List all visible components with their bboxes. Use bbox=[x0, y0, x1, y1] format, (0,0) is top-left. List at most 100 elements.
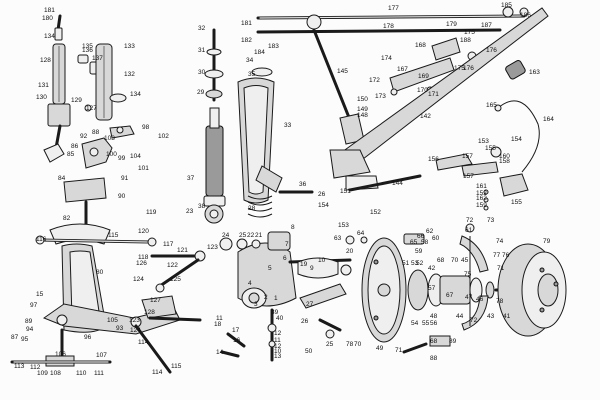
callout-number: 115 bbox=[171, 363, 182, 370]
callout-number: 68 bbox=[430, 338, 438, 345]
upper-pin-assembly bbox=[43, 14, 71, 163]
callout-number: 67 bbox=[446, 292, 454, 299]
callout-number: 171 bbox=[428, 91, 439, 98]
callout-number: 11 bbox=[274, 337, 281, 344]
callout-number: 71 bbox=[497, 265, 505, 272]
callout-number: 137 bbox=[92, 55, 103, 62]
callout-number: 102 bbox=[158, 133, 169, 140]
callout-number: 163 bbox=[529, 69, 540, 76]
brake-shoes bbox=[459, 223, 489, 331]
callout-number: 132 bbox=[124, 71, 135, 78]
callout-number: 155 bbox=[485, 145, 496, 152]
callout-number: 49 bbox=[376, 345, 384, 352]
callout-number: 22 bbox=[247, 232, 255, 239]
callout-number: 71 bbox=[395, 347, 403, 354]
callout-number: 38 bbox=[198, 203, 206, 210]
callout-number: 150 bbox=[357, 96, 368, 103]
callout-number: 103 bbox=[104, 135, 115, 142]
callout-number: 66 bbox=[417, 233, 425, 240]
callout-number: 159 bbox=[476, 202, 487, 209]
callout-number: 113 bbox=[14, 363, 25, 370]
callout-number: 74 bbox=[496, 238, 504, 245]
idler-arm-bracket bbox=[389, 37, 477, 96]
callout-number: 134 bbox=[44, 33, 55, 40]
callout-number: 44 bbox=[456, 313, 464, 320]
callout-number: 18 bbox=[214, 321, 222, 328]
callout-number: 43 bbox=[487, 313, 495, 320]
callout-number: 65 bbox=[410, 239, 418, 246]
callout-number: 176 bbox=[486, 47, 497, 54]
lower-wishbone bbox=[10, 303, 181, 374]
callout-number: 91 bbox=[121, 175, 129, 182]
callout-number: 184 bbox=[254, 49, 265, 56]
callout-number: 105 bbox=[107, 317, 118, 324]
callout-number: 21 bbox=[255, 232, 263, 239]
relay-lever bbox=[329, 7, 549, 192]
callout-number: 161 bbox=[476, 183, 487, 190]
king-pin-parts bbox=[219, 237, 347, 358]
callout-number: 51 bbox=[402, 260, 410, 267]
callout-number: 157 bbox=[463, 173, 474, 180]
callout-number: 118 bbox=[138, 254, 149, 261]
callout-number: 85 bbox=[67, 151, 75, 158]
callout-number: 89 bbox=[25, 318, 33, 325]
callout-number: 95 bbox=[21, 336, 29, 343]
callout-number: 72 bbox=[466, 217, 474, 224]
callout-number: 20 bbox=[346, 248, 354, 255]
callout-number: 10 bbox=[274, 348, 282, 355]
callout-number: 88 bbox=[430, 355, 438, 362]
callout-number: 109 bbox=[37, 370, 48, 377]
callout-number: 55 bbox=[422, 320, 430, 327]
callout-number: 151 bbox=[340, 188, 351, 195]
callout-number: 110 bbox=[76, 370, 87, 377]
callout-number: 164 bbox=[543, 116, 554, 123]
callout-number: 39 bbox=[271, 309, 279, 316]
callout-number: 165 bbox=[486, 102, 497, 109]
callout-number: 60 bbox=[432, 235, 440, 242]
callout-number: 19 bbox=[300, 261, 308, 268]
callout-number: 31 bbox=[198, 47, 206, 54]
callout-number: 144 bbox=[392, 180, 403, 187]
callout-number: 45 bbox=[461, 257, 469, 264]
shock-absorber bbox=[203, 28, 226, 224]
callout-number: 127 bbox=[86, 105, 97, 112]
upper-link-parts bbox=[77, 43, 127, 121]
callout-number: 173 bbox=[375, 93, 386, 100]
brake-back-plate bbox=[361, 237, 407, 343]
callout-number: 77 bbox=[493, 252, 501, 259]
callout-number: 70 bbox=[354, 341, 362, 348]
callout-number: 47 bbox=[465, 294, 473, 301]
callout-number: 93 bbox=[116, 325, 124, 332]
callout-number: 4 bbox=[248, 280, 252, 287]
callout-number: 86 bbox=[71, 143, 79, 150]
callout-number: 117 bbox=[163, 241, 174, 248]
callout-number: 30 bbox=[198, 69, 206, 76]
callout-number: 168 bbox=[415, 42, 426, 49]
wheel-cylinder-parts bbox=[345, 233, 451, 354]
callout-number: 42 bbox=[428, 265, 436, 272]
callout-number: 101 bbox=[138, 165, 149, 172]
callout-number: 122 bbox=[167, 262, 178, 269]
callout-number: 123 bbox=[129, 317, 140, 324]
callout-number: 107 bbox=[96, 352, 107, 359]
brake-pedal-parts bbox=[435, 146, 529, 211]
callout-number: 176 bbox=[463, 65, 474, 72]
callout-number: 9 bbox=[310, 265, 314, 272]
callout-number: 36 bbox=[299, 181, 307, 188]
callout-number: 133 bbox=[124, 43, 135, 50]
callout-number: 26 bbox=[318, 191, 326, 198]
callout-number: 98 bbox=[142, 124, 150, 131]
callout-number: 96 bbox=[84, 334, 92, 341]
callout-number: 145 bbox=[337, 68, 348, 75]
callout-number: 13 bbox=[274, 353, 282, 360]
callout-number: 135 bbox=[82, 43, 93, 50]
callout-number: 63 bbox=[334, 235, 342, 242]
callout-number: 153 bbox=[478, 138, 489, 145]
callout-number: 124 bbox=[133, 276, 144, 283]
callout-number: 2 bbox=[264, 294, 268, 301]
callout-number: 59 bbox=[415, 248, 423, 255]
callout-number: 34 bbox=[246, 57, 254, 64]
callout-number: 14 bbox=[216, 349, 224, 356]
brake-drum bbox=[497, 243, 567, 337]
